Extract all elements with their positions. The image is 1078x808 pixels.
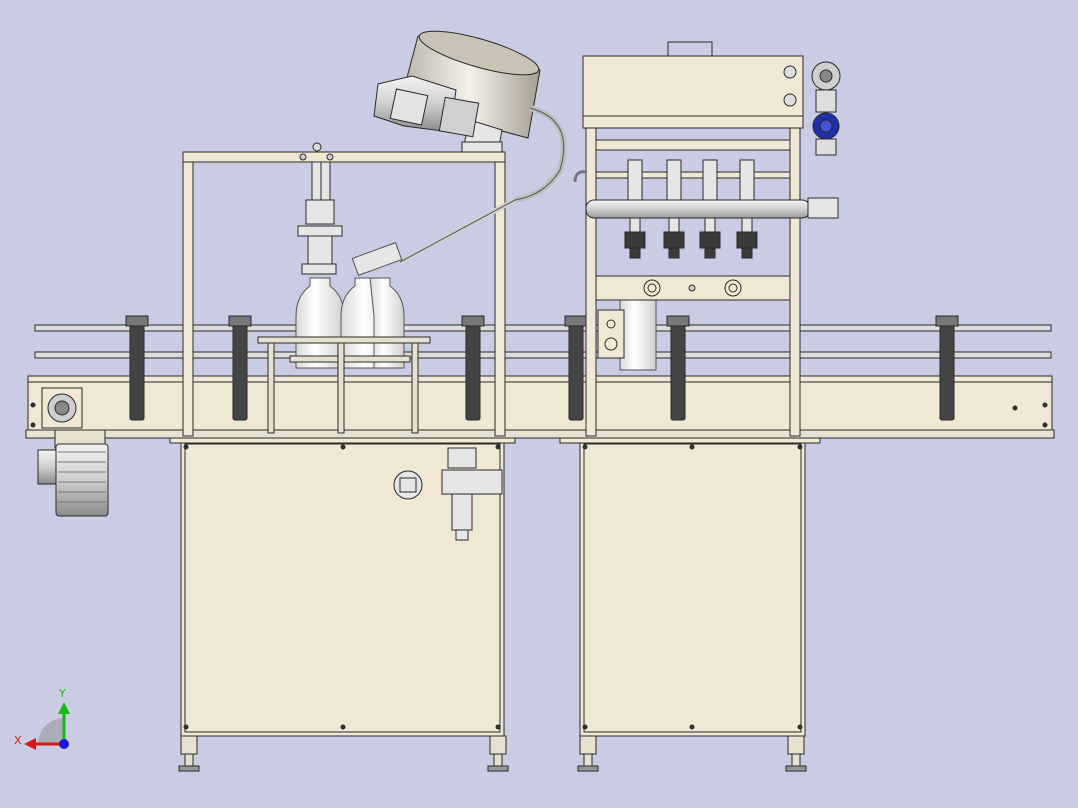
filler-cabinet — [559, 434, 821, 737]
coordinate-triad-icon — [24, 702, 70, 750]
triad-y-label: Y — [59, 687, 66, 700]
machine-feet — [178, 735, 807, 772]
cap-chute — [351, 105, 567, 276]
capper-frame — [182, 142, 506, 437]
manifold-pipe — [573, 170, 839, 219]
star-wheel-plates — [257, 336, 431, 434]
filler-bottle — [619, 299, 657, 371]
triad-x-label: X — [14, 734, 22, 747]
capping-head — [297, 161, 343, 275]
sorter-motor — [373, 75, 480, 138]
conveyor — [25, 324, 1055, 439]
filler-frame — [582, 41, 804, 437]
conveyor-motor — [37, 443, 109, 517]
pressure-regulator — [811, 61, 841, 156]
air-filter-unit — [393, 447, 503, 541]
filling-nozzles — [624, 159, 758, 259]
bottle-group — [295, 277, 405, 369]
conveyor-guide-clamps — [125, 315, 959, 421]
